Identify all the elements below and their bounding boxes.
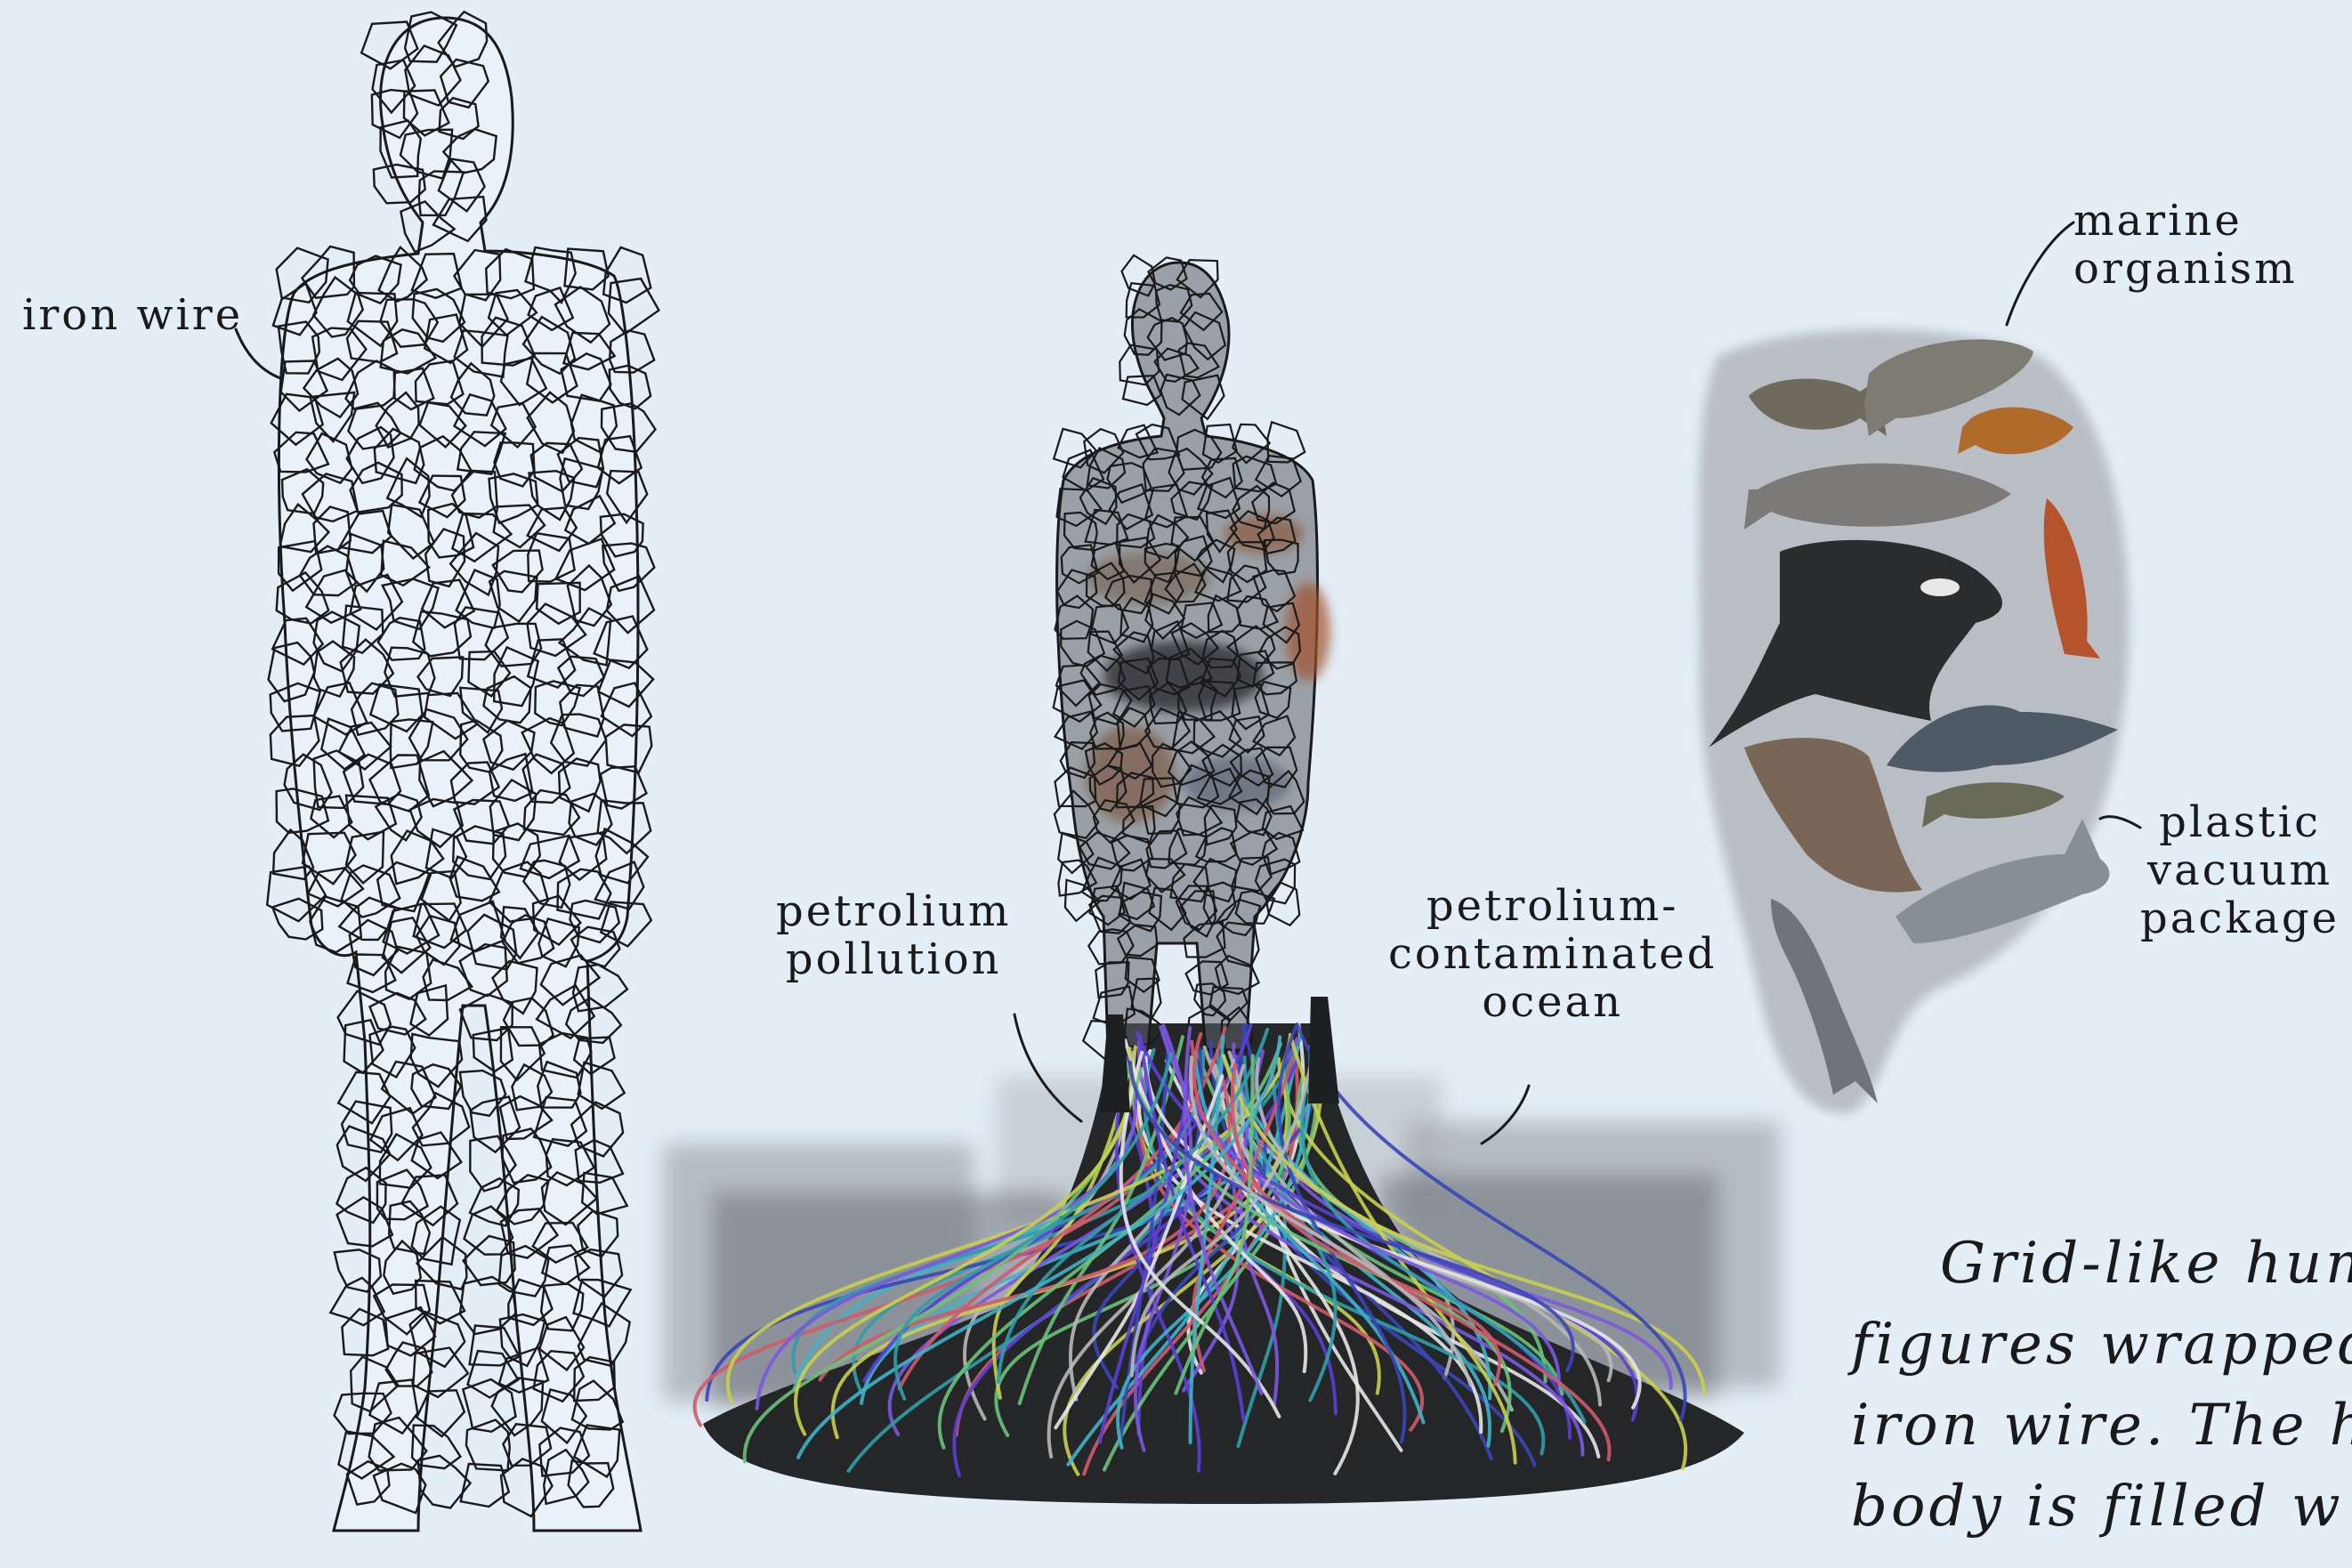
- description-line4: body is filled w: [1851, 1467, 2352, 1548]
- marine-organism-leader: [2007, 222, 2073, 325]
- wire-cell: [418, 1456, 471, 1508]
- plastic-package-leader: [2100, 817, 2140, 828]
- label-contaminated-ocean: petrolium- contaminated ocean: [1388, 883, 1717, 1026]
- label-marine-organism: marine organism: [2073, 198, 2298, 294]
- description-line1: Grid-like hum: [1851, 1224, 2352, 1305]
- label-marine-organism-line2: organism: [2073, 246, 2298, 294]
- label-petrolium-pollution-line2: pollution: [776, 936, 1011, 984]
- label-plastic-package-line1: plastic: [2140, 799, 2340, 847]
- description-line2: figures wrapped i: [1851, 1305, 2352, 1386]
- label-contaminated-ocean-line1: petrolium-: [1388, 883, 1717, 931]
- center-sculpture: [663, 255, 1780, 1504]
- description-line3: iron wire. The hu: [1851, 1386, 2352, 1467]
- label-plastic-package-line2: vacuum: [2140, 847, 2340, 895]
- label-plastic-package-line3: package: [2140, 895, 2340, 943]
- label-petrolium-pollution: petrolium pollution: [776, 888, 1011, 984]
- label-contaminated-ocean-line3: ocean: [1388, 979, 1717, 1027]
- label-plastic-package: plastic vacuum package: [2140, 799, 2340, 942]
- orca-eye-patch: [1920, 578, 1960, 596]
- label-petrolium-pollution-line1: petrolium: [776, 888, 1011, 936]
- left-human-figure: [267, 12, 659, 1531]
- description-text: Grid-like hum figures wrapped i iron wir…: [1851, 1224, 2352, 1548]
- label-contaminated-ocean-line2: contaminated: [1388, 931, 1717, 979]
- label-marine-organism-line1: marine: [2073, 198, 2298, 246]
- base-right-pillar: [1308, 997, 1339, 1103]
- label-iron-wire: iron wire: [22, 292, 243, 340]
- marine-organism-package: [1698, 329, 2129, 1113]
